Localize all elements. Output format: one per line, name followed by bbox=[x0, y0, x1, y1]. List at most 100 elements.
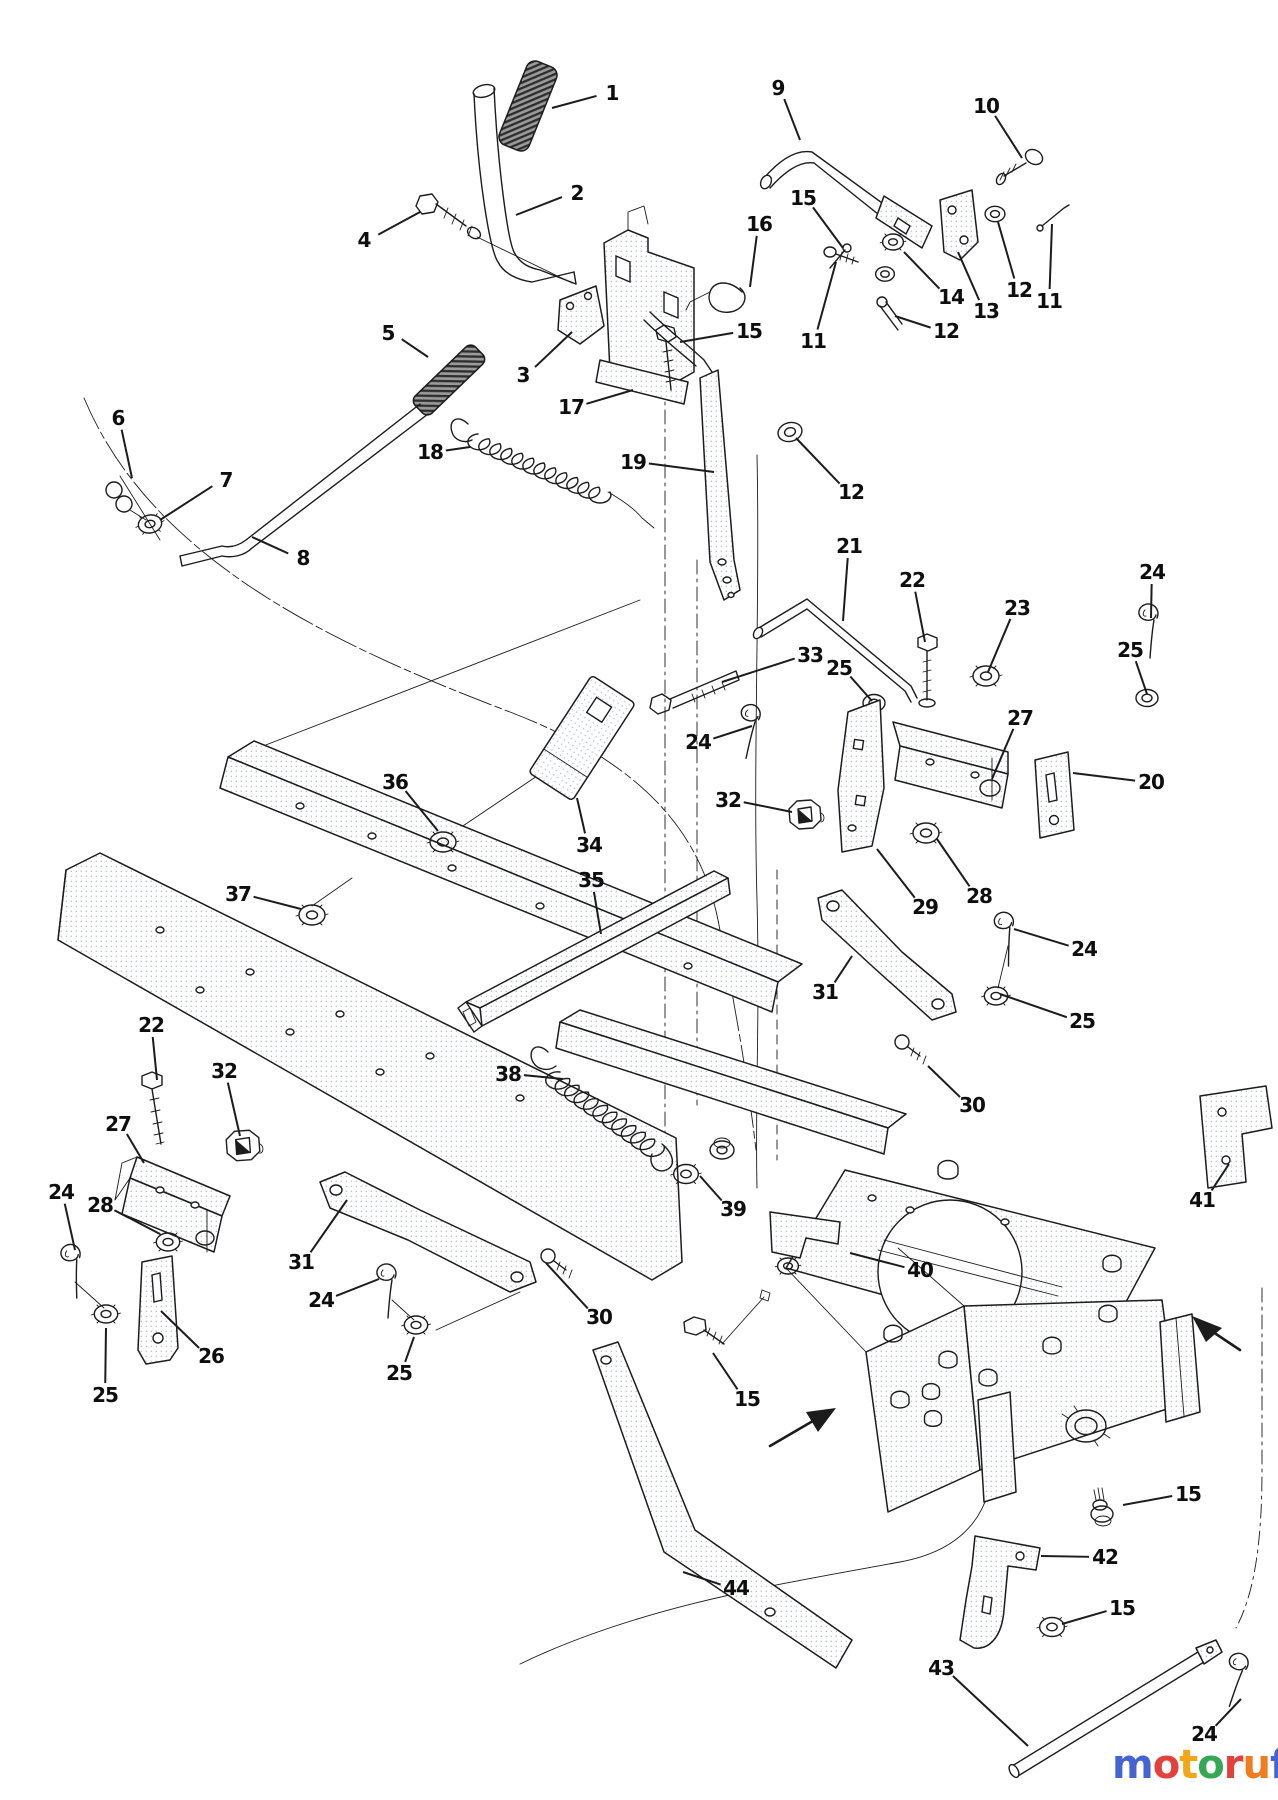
trunnion-34 bbox=[529, 675, 636, 801]
bolt-4 bbox=[416, 194, 483, 241]
nut-12 bbox=[879, 233, 907, 251]
leader-line bbox=[1123, 1496, 1172, 1505]
leader-line bbox=[953, 1676, 1028, 1746]
nut-25-midleft bbox=[400, 1315, 432, 1335]
callout-24: 24 bbox=[685, 730, 712, 754]
leader-line bbox=[311, 1200, 347, 1252]
callout-12: 12 bbox=[838, 480, 865, 504]
lift-handle-grip-1 bbox=[496, 58, 559, 153]
leader-line bbox=[1136, 661, 1147, 694]
bracket-41 bbox=[1200, 1086, 1272, 1188]
callout-25: 25 bbox=[1069, 1009, 1096, 1033]
leader-line bbox=[988, 619, 1010, 672]
leader-line bbox=[336, 1279, 379, 1296]
leader-line bbox=[378, 212, 420, 235]
motoruf-logo: motoruf.de bbox=[1112, 1742, 1278, 1788]
alignment-lines bbox=[258, 237, 640, 906]
callout-9: 9 bbox=[771, 76, 786, 100]
leader-line bbox=[1073, 773, 1135, 781]
callout-31: 31 bbox=[288, 1250, 315, 1274]
clamp-6 bbox=[106, 482, 146, 520]
leader-line bbox=[254, 897, 301, 909]
callout-11: 11 bbox=[800, 329, 827, 353]
nut-23 bbox=[969, 665, 1003, 687]
leader-line bbox=[850, 1253, 904, 1267]
centerline-right bbox=[1236, 1288, 1262, 1628]
callout-40: 40 bbox=[907, 1258, 934, 1282]
callout-37: 37 bbox=[225, 882, 252, 906]
leader-line bbox=[1000, 994, 1067, 1017]
leader-line bbox=[813, 207, 843, 248]
bracket-42 bbox=[960, 1536, 1040, 1648]
leader-line bbox=[958, 252, 979, 300]
bracket-13 bbox=[940, 190, 978, 260]
leader-line bbox=[153, 1037, 157, 1080]
callout-21: 21 bbox=[836, 534, 863, 558]
hairpin-24-mid bbox=[734, 702, 763, 761]
leader-line bbox=[1212, 1164, 1229, 1190]
leader-line bbox=[577, 798, 585, 833]
leader-line bbox=[796, 438, 840, 484]
bracket-40 bbox=[770, 1212, 840, 1275]
leader-line bbox=[1014, 929, 1069, 946]
callout-32: 32 bbox=[211, 1059, 238, 1083]
callout-24: 24 bbox=[1071, 937, 1098, 961]
callout-30: 30 bbox=[586, 1305, 613, 1329]
callout-28: 28 bbox=[87, 1193, 114, 1217]
callout-24: 24 bbox=[1139, 560, 1166, 584]
callout-20: 20 bbox=[1138, 770, 1165, 794]
callout-15: 15 bbox=[1109, 1596, 1136, 1620]
leader-line bbox=[904, 252, 939, 289]
leader-line bbox=[406, 791, 438, 831]
tie-rod-43 bbox=[1007, 1640, 1222, 1779]
washer-12 bbox=[875, 266, 895, 282]
leader-line bbox=[750, 236, 757, 287]
callout-15: 15 bbox=[1175, 1482, 1202, 1506]
leader-line bbox=[784, 99, 800, 140]
leader-line bbox=[895, 316, 931, 328]
leader-line bbox=[1050, 224, 1052, 289]
leader-line bbox=[65, 1204, 75, 1250]
direction-arrow-right bbox=[1192, 1316, 1240, 1350]
leader-line bbox=[552, 96, 596, 108]
leader-line bbox=[937, 839, 970, 886]
callout-39: 39 bbox=[720, 1197, 747, 1221]
lift-rod-9 bbox=[759, 152, 932, 248]
callout-6: 6 bbox=[111, 406, 126, 430]
frame-box-right bbox=[786, 1248, 1200, 1512]
leader-line bbox=[817, 262, 836, 329]
callout-25: 25 bbox=[386, 1361, 413, 1385]
leader-line bbox=[127, 1134, 144, 1163]
callout-19: 19 bbox=[620, 450, 647, 474]
callout-15: 15 bbox=[736, 319, 763, 343]
callout-24: 24 bbox=[308, 1288, 335, 1312]
callout-22: 22 bbox=[138, 1013, 165, 1037]
leader-line bbox=[835, 956, 852, 982]
callout-34: 34 bbox=[576, 833, 603, 857]
leader-line bbox=[228, 1083, 240, 1136]
bracket-17 bbox=[596, 206, 694, 404]
callout-15: 15 bbox=[734, 1387, 761, 1411]
bolt-22-left bbox=[142, 1072, 164, 1144]
wire-16 bbox=[686, 283, 745, 312]
frame-rail-middle bbox=[556, 1010, 906, 1154]
leader-line bbox=[402, 339, 428, 357]
leader-line bbox=[586, 390, 633, 404]
nut-25-left bbox=[90, 1304, 122, 1324]
leader-line bbox=[594, 892, 601, 934]
leader-line bbox=[105, 1328, 106, 1383]
callout-3: 3 bbox=[516, 363, 531, 387]
bolt-10 bbox=[995, 146, 1046, 186]
lift-handle-tube-2 bbox=[472, 83, 576, 284]
callout-11: 11 bbox=[1036, 289, 1063, 313]
rod-19 bbox=[644, 312, 740, 600]
callout-16: 16 bbox=[746, 212, 773, 236]
plug-32-right bbox=[788, 799, 825, 830]
callout-35: 35 bbox=[578, 868, 605, 892]
nuts-39 bbox=[670, 1138, 734, 1185]
pedal-plate-29 bbox=[838, 700, 884, 852]
callout-43: 43 bbox=[928, 1656, 955, 1680]
spring-18 bbox=[451, 419, 654, 528]
